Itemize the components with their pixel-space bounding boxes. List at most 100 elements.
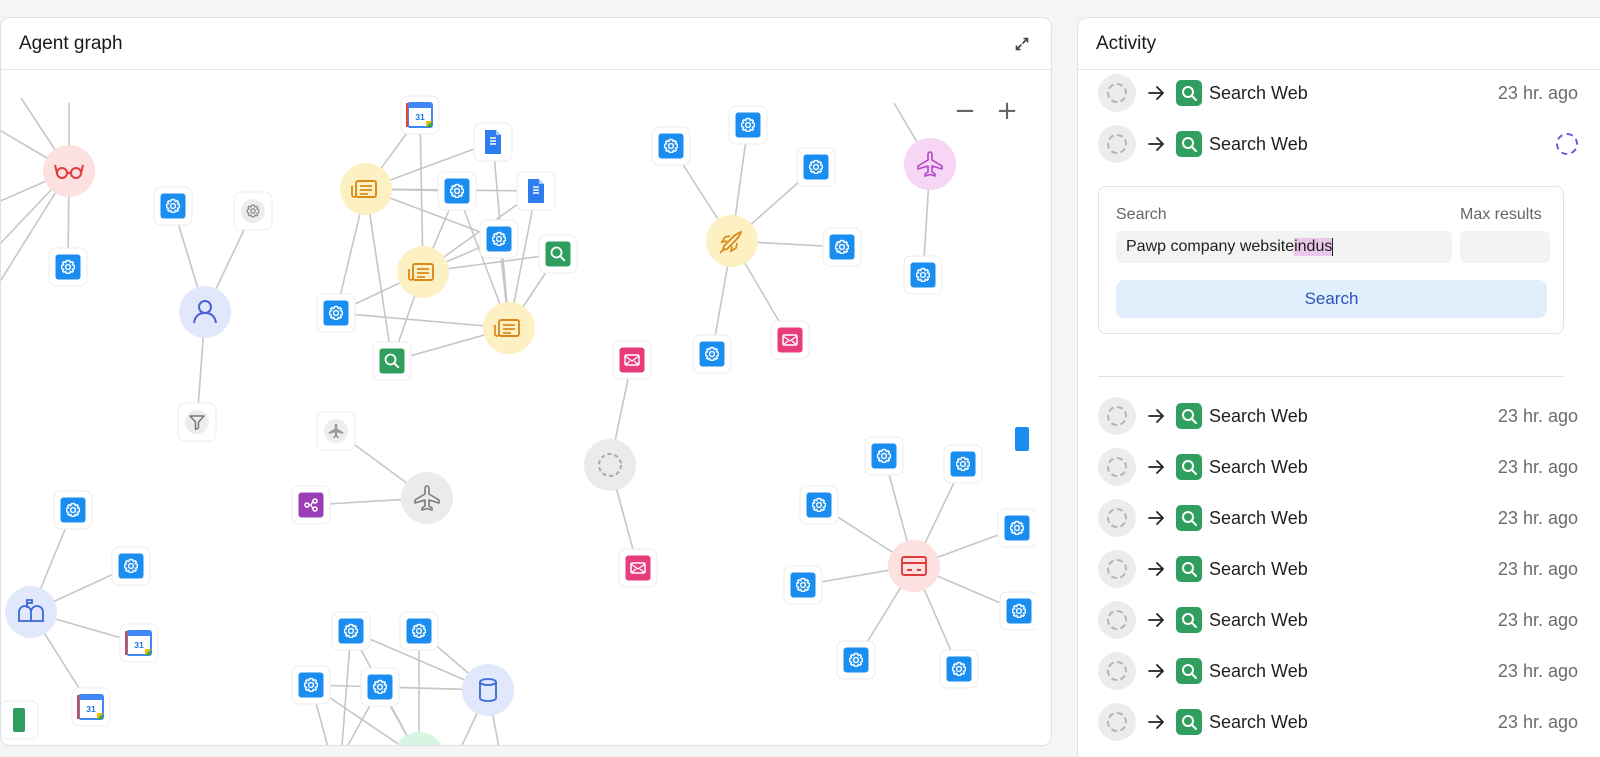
agent-node-news-icon[interactable] xyxy=(340,163,392,215)
tool-node-gear-icon[interactable] xyxy=(997,508,1035,548)
activity-item-label: Search Web xyxy=(1209,82,1308,103)
tool-node-gear-icon[interactable] xyxy=(437,171,477,211)
search-web-icon xyxy=(1176,454,1202,480)
tool-node-gear-icon[interactable] xyxy=(822,227,862,267)
tool-node-filter-icon[interactable] xyxy=(177,402,217,442)
tool-node-gear-icon[interactable] xyxy=(651,126,691,166)
agent-node-glasses-icon[interactable] xyxy=(43,145,95,197)
tool-node-gear-icon[interactable] xyxy=(111,546,151,586)
agent-node-plane-icon[interactable] xyxy=(904,138,956,190)
search-web-form: Search Max results Pawp company website … xyxy=(1098,186,1564,334)
agent-node-mailbox-icon[interactable] xyxy=(5,586,57,638)
tool-node-gear-icon[interactable] xyxy=(728,105,768,145)
agent-node-dashed-icon[interactable] xyxy=(584,439,636,491)
status-spinner-icon xyxy=(1098,652,1136,690)
graph-edge xyxy=(341,630,352,745)
tool-node-search-icon[interactable] xyxy=(372,341,412,381)
tool-node-cal-icon[interactable]: 31 xyxy=(71,687,111,727)
activity-item-label: Search Web xyxy=(1209,558,1308,579)
agent-node-plane-icon[interactable] xyxy=(401,472,453,524)
tool-node-gear-gray-icon[interactable] xyxy=(233,191,273,231)
arrow-right-icon xyxy=(1146,558,1168,580)
activity-item[interactable]: Search Web xyxy=(1098,122,1600,166)
activity-item-time: 23 hr. ago xyxy=(1497,82,1578,103)
agent-graph-canvas[interactable]: 31 31 31 xyxy=(1,71,1035,746)
tool-node-gear-icon[interactable] xyxy=(479,219,519,259)
agent-node-database-icon[interactable] xyxy=(462,664,514,716)
tool-node-gear-icon[interactable] xyxy=(316,293,356,333)
status-spinner-icon xyxy=(1098,550,1136,588)
activity-item-time: 23 hr. ago xyxy=(1497,660,1578,681)
agent-node-news-icon[interactable] xyxy=(483,302,535,354)
tool-node-gear-icon[interactable] xyxy=(903,255,943,295)
search-query-selection: indus xyxy=(1294,238,1334,256)
tool-node-gear-icon[interactable] xyxy=(783,565,823,605)
search-query-input[interactable]: Pawp company website indus xyxy=(1116,231,1452,263)
tool-node-cal-icon[interactable]: 31 xyxy=(119,623,159,663)
max-results-input[interactable] xyxy=(1460,231,1550,263)
tool-node-gear-icon[interactable] xyxy=(399,611,439,651)
status-spinner-icon xyxy=(1098,499,1136,537)
activity-item-label: Search Web xyxy=(1209,609,1308,630)
expand-icon[interactable] xyxy=(1011,33,1033,55)
tool-node-slack-icon[interactable] xyxy=(291,485,331,525)
agent-graph-panel: Agent graph 31 31 31 − + xyxy=(0,17,1052,746)
agent-node-news-icon[interactable] xyxy=(397,246,449,298)
activity-item-label: Search Web xyxy=(1209,133,1308,154)
tool-node-gear-icon[interactable] xyxy=(999,591,1035,631)
tool-node-gear-icon[interactable] xyxy=(796,147,836,187)
tool-node-gear-icon[interactable] xyxy=(153,186,193,226)
agent-node-rocket-icon[interactable] xyxy=(706,215,758,267)
arrow-right-icon xyxy=(1146,405,1168,427)
tool-node-gear-icon[interactable] xyxy=(360,667,400,707)
tool-node-gear-icon[interactable] xyxy=(939,649,979,689)
tool-node-plane-sm-icon[interactable] xyxy=(316,411,356,451)
tool-node-doc-icon[interactable] xyxy=(516,171,556,211)
tool-node-cal-icon[interactable]: 31 xyxy=(400,95,440,135)
zoom-in-button[interactable]: + xyxy=(996,96,1018,126)
tool-node-mail-icon[interactable] xyxy=(770,320,810,360)
tool-node-gear-icon[interactable] xyxy=(799,485,839,525)
tool-node-mail-icon[interactable] xyxy=(618,548,658,588)
tool-node-green-tile-icon[interactable] xyxy=(1,700,39,740)
activity-title: Activity xyxy=(1096,32,1157,54)
tool-node-gear-icon[interactable] xyxy=(53,490,93,530)
tool-node-gear-icon[interactable] xyxy=(943,444,983,484)
tool-node-gear-icon[interactable] xyxy=(331,611,371,651)
status-spinner-icon xyxy=(1098,601,1136,639)
graph-nodes: 31 31 31 xyxy=(1,95,1035,746)
search-web-icon xyxy=(1176,709,1202,735)
zoom-out-button[interactable]: − xyxy=(954,96,976,126)
tool-node-gear-icon[interactable] xyxy=(864,436,904,476)
search-submit-button[interactable]: Search xyxy=(1116,280,1547,318)
arrow-right-icon xyxy=(1146,133,1168,155)
tool-node-search-icon[interactable] xyxy=(538,234,578,274)
tool-node-gear-icon[interactable] xyxy=(291,665,331,705)
tool-node-mail-icon[interactable] xyxy=(612,340,652,380)
tool-node-doc-icon[interactable] xyxy=(473,122,513,162)
activity-item[interactable]: Search Web 23 hr. ago xyxy=(1098,71,1600,115)
agent-node-card-icon[interactable] xyxy=(888,540,940,592)
activity-item-time: 23 hr. ago xyxy=(1497,405,1578,426)
calendar-day-label: 31 xyxy=(134,640,144,650)
activity-item-time: 23 hr. ago xyxy=(1497,711,1578,732)
tool-node-gear-icon[interactable] xyxy=(692,334,732,374)
agent-node-user-icon[interactable] xyxy=(179,286,231,338)
agent-node-blank-icon[interactable] xyxy=(393,732,445,746)
status-spinner-icon xyxy=(1098,703,1136,741)
tool-node-gear-icon[interactable] xyxy=(836,640,876,680)
tool-node-blue-edge-icon[interactable] xyxy=(1015,427,1029,451)
agent-graph-header: Agent graph xyxy=(1,18,1051,70)
tool-node-gear-icon[interactable] xyxy=(48,247,88,287)
arrow-right-icon xyxy=(1146,609,1168,631)
search-web-icon xyxy=(1176,556,1202,582)
graph-edge xyxy=(365,188,393,362)
